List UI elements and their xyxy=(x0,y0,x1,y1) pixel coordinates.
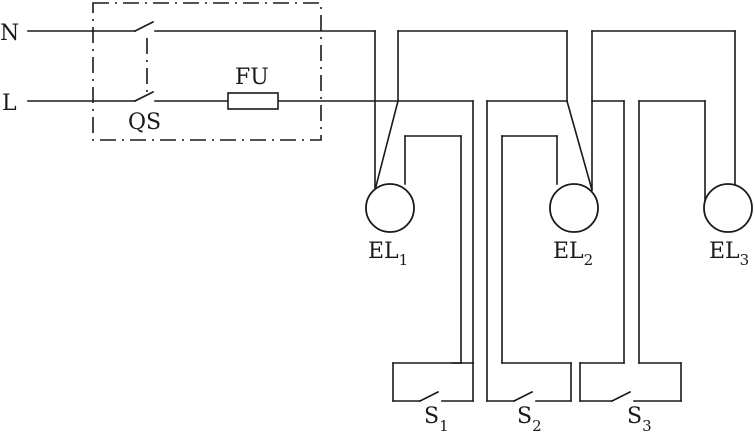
switch-loop-2 xyxy=(486,100,572,403)
switch-s3-sub: 3 xyxy=(642,417,652,435)
switch-loop-1 xyxy=(392,135,474,403)
neutral-bus xyxy=(374,30,736,191)
switch-loop-3 xyxy=(579,100,706,403)
neutral-line xyxy=(27,20,376,191)
enclosure-box xyxy=(92,2,322,141)
lamp-el2-sub: 2 xyxy=(584,251,594,269)
switch-s3-name: S xyxy=(627,404,642,429)
lamp-el1-icon xyxy=(365,183,415,233)
lamp-el3-sub: 3 xyxy=(740,251,750,269)
switch-s2-sub: 2 xyxy=(532,417,542,435)
lamp-el2-icon xyxy=(549,183,599,233)
lamp-el1-sub: 1 xyxy=(399,251,409,269)
switch-s1-label: S1 xyxy=(424,404,449,435)
lamp-el2-label: EL2 xyxy=(553,239,593,269)
switch-s3-label: S3 xyxy=(627,404,652,435)
switch-s2-name: S xyxy=(517,404,532,429)
fuse-label: FU xyxy=(235,65,269,90)
lamp-el1-label: EL1 xyxy=(368,239,408,269)
lamp-el1-name: EL xyxy=(368,239,399,264)
fuse-symbol xyxy=(227,92,279,110)
lamp-el3-name: EL xyxy=(709,239,740,264)
lamp-el3-label: EL3 xyxy=(709,239,749,269)
live-line-label: L xyxy=(2,91,17,116)
switch-s1-sub: 1 xyxy=(439,417,449,435)
lamp-el2-name: EL xyxy=(553,239,584,264)
live-line xyxy=(27,90,474,364)
switch-s2-label: S2 xyxy=(517,404,542,435)
lamp-el3-icon xyxy=(703,183,753,233)
neutral-line-label: N xyxy=(0,21,19,46)
switch-s1-name: S xyxy=(424,404,439,429)
main-switch-label: QS xyxy=(128,110,161,135)
